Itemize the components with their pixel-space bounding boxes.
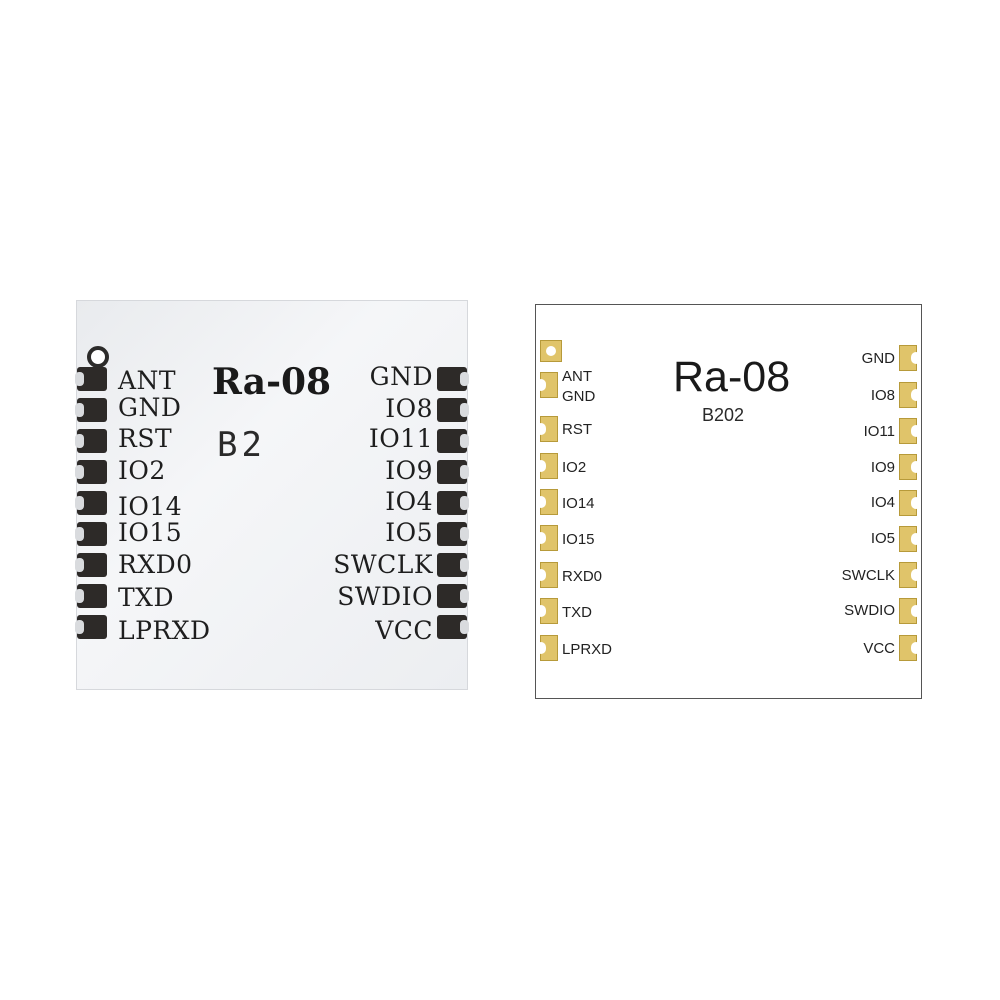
castellated-pad [75, 398, 107, 422]
ra08-module-photo: Ra-08 B2 ANT GND RST IO2 IO14 IO15 RXD0 … [75, 300, 469, 690]
pin-label-left: IO2 [118, 456, 166, 485]
pin-label-right: IO9 [385, 456, 433, 485]
castellated-pad [75, 367, 107, 391]
pin-label-left: TXD [562, 604, 592, 621]
castellated-pad [75, 553, 107, 577]
pin-label-left: RXD0 [118, 550, 193, 579]
module-batch-code: B2 [217, 425, 340, 465]
pin-label-right: IO8 [385, 394, 433, 423]
castellated-pad [437, 398, 469, 422]
castellated-pad [437, 367, 469, 391]
pin-label-left: GND [562, 388, 596, 405]
gold-pad [536, 453, 558, 479]
pin-label-left: GND [118, 393, 182, 422]
pin-label-left: RST [562, 421, 592, 438]
pin-label-right: IO9 [870, 459, 895, 476]
gold-pad [899, 382, 921, 408]
castellated-pad [75, 491, 107, 515]
pin-label-left: IO14 [118, 492, 183, 521]
gold-pad [536, 562, 558, 588]
castellated-pad [437, 615, 469, 639]
antenna-hole [87, 346, 109, 368]
pin-label-right: IO4 [870, 494, 895, 511]
gold-pad [536, 635, 558, 661]
ra08-module-drawing: Ra-08 B202 ANT GND RST IO2 IO14 IO15 RXD… [535, 304, 922, 699]
gold-pad [536, 416, 558, 442]
castellated-pad [75, 615, 107, 639]
pin-label-right: SWDIO [337, 582, 433, 611]
pin-label-right: IO4 [385, 487, 433, 516]
antenna-pad [540, 340, 562, 362]
gold-pad [899, 526, 921, 552]
castellated-pad [437, 429, 469, 453]
pin-label-right: IO11 [863, 423, 895, 440]
pin-label-left: LPRXD [562, 641, 613, 658]
pin-label-right: SWCLK [333, 550, 433, 579]
castellated-pad [75, 584, 107, 608]
castellated-pad [437, 584, 469, 608]
pin-label-right: IO5 [385, 518, 433, 547]
pin-label-right: SWCLK [841, 567, 895, 584]
castellated-pad [75, 522, 107, 546]
pin-label-left: ANT [562, 368, 592, 385]
pin-label-left: RXD0 [562, 568, 603, 585]
castellated-pad [437, 553, 469, 577]
module-batch-code: B202 [702, 405, 745, 425]
gold-pad [899, 562, 921, 588]
module-title: Ra-08 [212, 361, 332, 403]
pin-label-right: IO11 [368, 424, 433, 453]
gold-pad [536, 525, 558, 551]
module-title: Ra-08 [673, 353, 791, 401]
gold-pad [899, 598, 921, 624]
pin-label-right: IO5 [870, 530, 895, 547]
pin-label-left: LPRXD [118, 616, 211, 645]
pin-label-right: GND [369, 362, 433, 391]
castellated-pad [437, 460, 469, 484]
pin-label-left: IO2 [562, 459, 587, 476]
gold-pad [536, 489, 558, 515]
gold-pad [899, 635, 921, 661]
castellated-pad [437, 491, 469, 515]
pin-label-left: IO15 [118, 518, 183, 547]
pin-label-right: VCC [863, 640, 895, 657]
gold-pad [536, 598, 558, 624]
gold-pad [899, 490, 921, 516]
gold-pad [536, 372, 558, 398]
pin-label-left: TXD [118, 583, 175, 612]
gold-pad [899, 454, 921, 480]
pin-label-left: IO15 [562, 531, 595, 548]
gold-pad [899, 345, 921, 371]
castellated-pad [75, 429, 107, 453]
castellated-pad [75, 460, 107, 484]
pin-label-left: IO14 [562, 495, 595, 512]
gold-pad [899, 418, 921, 444]
pin-label-right: SWDIO [844, 602, 895, 619]
pin-label-right: GND [861, 350, 895, 367]
pin-label-right: IO8 [870, 387, 895, 404]
pin-label-left: RST [118, 424, 173, 453]
pin-label-left: ANT [118, 366, 177, 395]
castellated-pad [437, 522, 469, 546]
pin-label-right: VCC [375, 616, 433, 645]
